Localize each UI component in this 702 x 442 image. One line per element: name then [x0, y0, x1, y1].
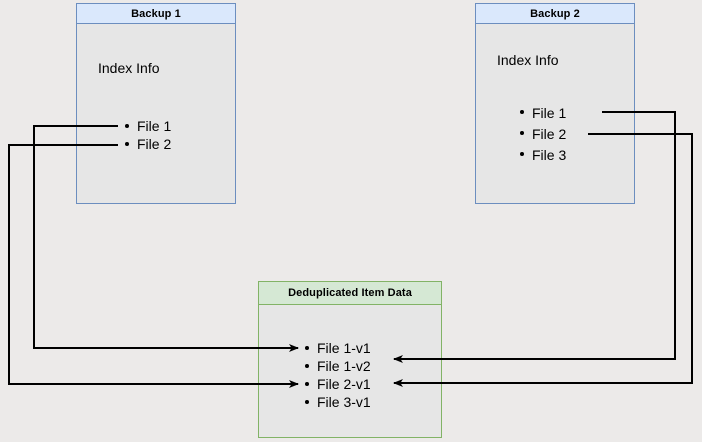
node-backup-2-index-label: Index Info	[497, 52, 559, 68]
list-item[interactable]: File 1	[519, 103, 566, 124]
list-item[interactable]: File 1	[124, 117, 171, 135]
node-backup-2-header: Backup 2	[475, 3, 635, 24]
node-deduplicated-item-data-header: Deduplicated Item Data	[258, 281, 442, 305]
node-backup-1-header: Backup 1	[76, 3, 236, 24]
node-deduplicated-file-list: File 1-v1 File 1-v2 File 2-v1 File 3-v1	[304, 339, 371, 411]
list-item[interactable]: File 2	[519, 124, 566, 145]
node-backup-1[interactable]	[76, 3, 236, 204]
list-item[interactable]: File 1-v1	[304, 339, 371, 357]
node-backup-1-file-list: File 1 File 2	[124, 117, 171, 153]
node-backup-1-index-label: Index Info	[98, 60, 160, 76]
node-backup-2-file-list: File 1 File 2 File 3	[519, 103, 566, 166]
list-item[interactable]: File 3-v1	[304, 393, 371, 411]
list-item[interactable]: File 3	[519, 145, 566, 166]
list-item[interactable]: File 1-v2	[304, 357, 371, 375]
list-item[interactable]: File 2	[124, 135, 171, 153]
list-item[interactable]: File 2-v1	[304, 375, 371, 393]
